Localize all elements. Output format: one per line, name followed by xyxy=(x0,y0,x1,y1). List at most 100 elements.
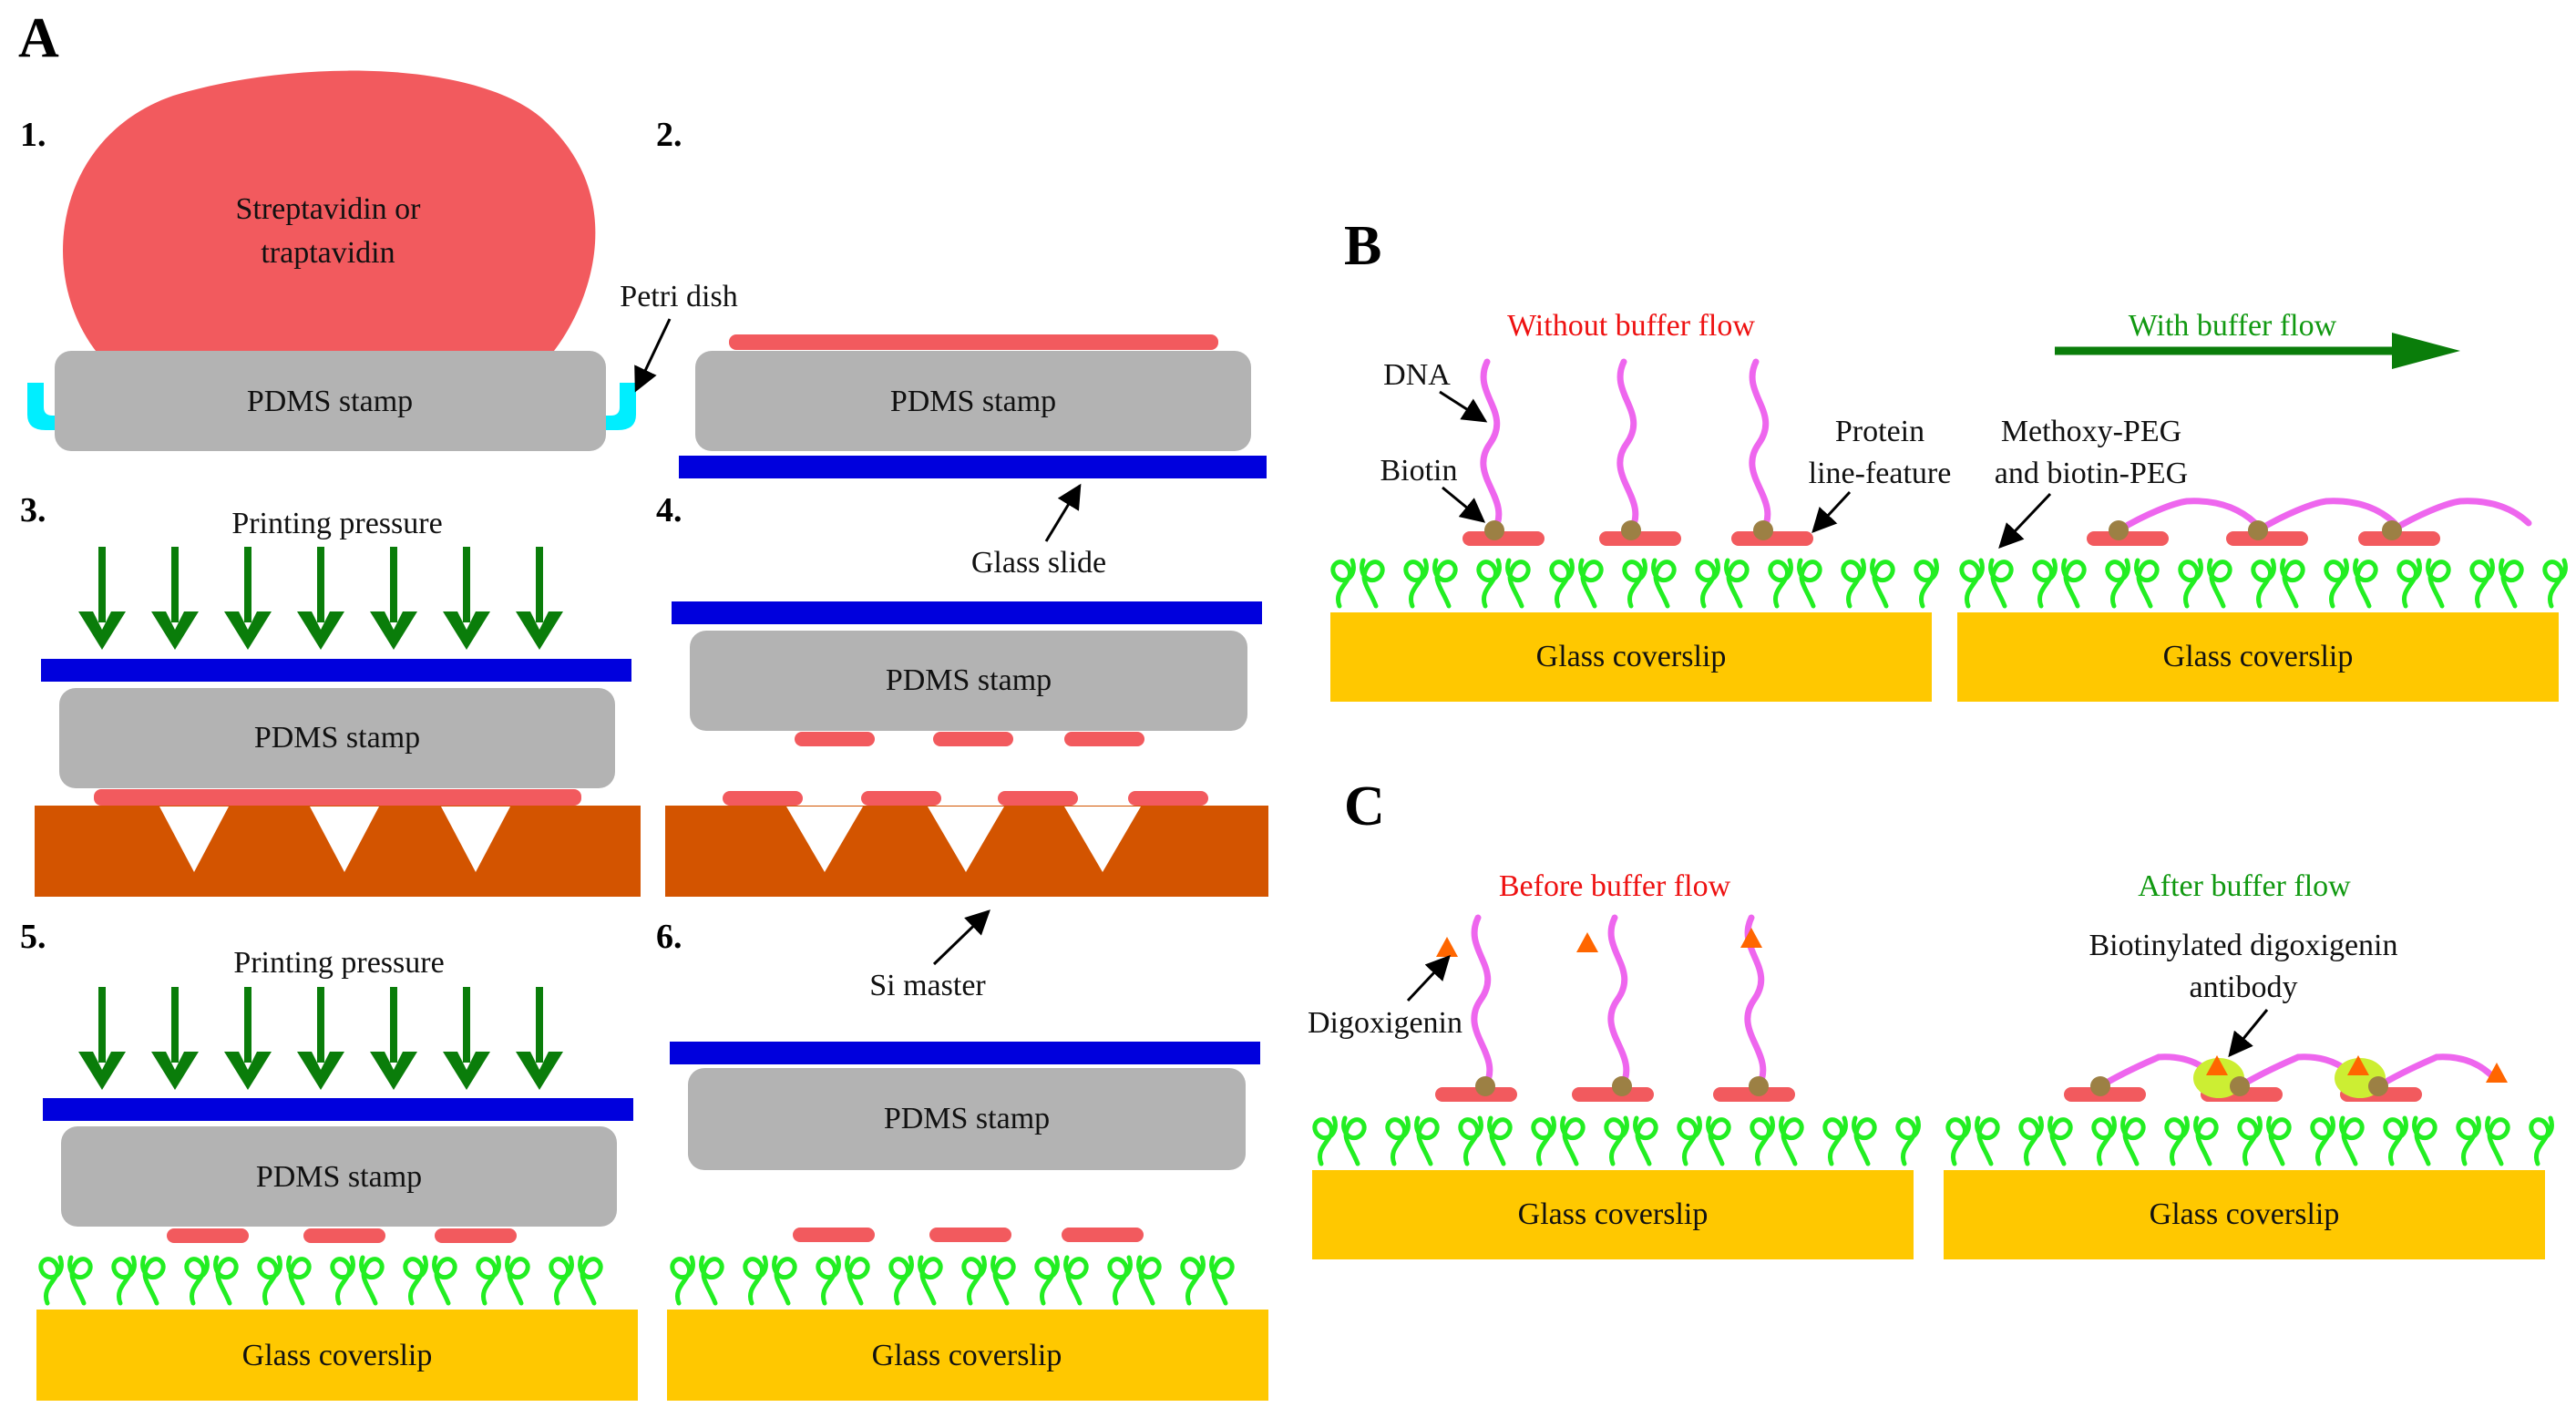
peg-strand xyxy=(1385,1115,1411,1166)
peg-strand xyxy=(888,1255,914,1306)
pdms-stamp-2 xyxy=(695,351,1251,451)
peg-strand xyxy=(2193,1115,2219,1166)
protein-stripes-master-4 xyxy=(723,791,1208,806)
peg-label-line2: and biotin-PEG xyxy=(1995,457,2188,490)
pressure-arrow-head xyxy=(78,611,126,650)
dna-strand xyxy=(1616,358,1639,534)
peg-strand xyxy=(743,1255,768,1306)
dna-pointer xyxy=(1439,390,1488,423)
protein-pointer xyxy=(1811,490,1852,533)
peg-strand xyxy=(2105,558,2130,609)
protein-stripes-b-right xyxy=(2087,531,2440,546)
peg-strand xyxy=(1549,558,1575,609)
protein-stripe xyxy=(1128,791,1208,806)
peg-strand xyxy=(2529,1115,2554,1166)
biotin-dot xyxy=(2230,1076,2250,1096)
peg-strand xyxy=(1560,1115,1586,1166)
protein-stripe xyxy=(1599,531,1681,546)
peg-strand xyxy=(1476,558,1502,609)
glass-slide-pointer xyxy=(1044,483,1082,542)
flow-arrow-icon xyxy=(2055,333,2460,369)
biotin-dot xyxy=(1612,1076,1632,1096)
peg-strand xyxy=(1341,1115,1367,1166)
pressure-arrow-head xyxy=(78,1052,126,1090)
coverslip-b-right xyxy=(1957,612,2559,702)
peg-strand xyxy=(1487,1115,1513,1166)
coverslip-6-label: Glass coverslip xyxy=(872,1339,1062,1372)
protein-stripe xyxy=(998,791,1078,806)
protein-stripe xyxy=(793,1228,875,1242)
peg-strand xyxy=(476,1255,501,1306)
heading-without-flow: Without buffer flow xyxy=(1507,309,1755,343)
coverslip-5-label: Glass coverslip xyxy=(242,1339,433,1372)
peg-strand xyxy=(2353,558,2378,609)
protein-stripe xyxy=(795,732,875,746)
digoxigenin-label: Digoxigenin xyxy=(1308,1006,1462,1040)
coverslip-b-left xyxy=(1330,612,1932,702)
peg-strand xyxy=(1531,1115,1556,1166)
si-master-4-grooves xyxy=(786,806,1141,872)
peg-strand xyxy=(1633,1115,1658,1166)
pressure-arrow-head xyxy=(224,1052,272,1090)
peg-strand xyxy=(772,1255,797,1306)
biotin-dot xyxy=(1749,1076,1769,1096)
printing-pressure-label-3: Printing pressure xyxy=(231,507,442,540)
pressure-arrow-head xyxy=(297,611,344,650)
peg-strand xyxy=(2456,1115,2481,1166)
peg-strand xyxy=(2499,558,2524,609)
petri-dish-label: Petri dish xyxy=(620,280,737,313)
panel-label-c: C xyxy=(1344,776,1385,837)
pressure-arrows-3 xyxy=(78,547,563,650)
dna-strands-c-left xyxy=(1471,914,1767,1090)
dna-strands-c-right xyxy=(2097,1053,2499,1090)
heading-before-flow: Before buffer flow xyxy=(1499,869,1731,903)
digoxigenin-tag xyxy=(2347,1055,2369,1075)
groove-triangle xyxy=(786,806,863,872)
peg-strand xyxy=(2280,558,2305,609)
groove-triangle xyxy=(310,806,379,872)
peg-strand xyxy=(2485,1115,2510,1166)
peg-strand xyxy=(1063,1255,1089,1306)
step-1-label: 1. xyxy=(20,116,46,154)
biotin-dot xyxy=(2248,520,2268,540)
step-4-label: 4. xyxy=(656,491,682,529)
protein-stripes-5 xyxy=(167,1228,517,1243)
peg-strand xyxy=(1677,1115,1702,1166)
pdms-stamp-1-label: PDMS stamp xyxy=(247,385,413,418)
pdms-stamp-5-label: PDMS stamp xyxy=(256,1160,422,1194)
dna-strand xyxy=(1480,358,1503,534)
pdms-stamp-1 xyxy=(55,351,606,451)
streptavidin-label-line1: Streptavidin or xyxy=(235,192,421,226)
peg-strand xyxy=(2310,1115,2335,1166)
protein-stripe xyxy=(1572,1087,1654,1102)
peg-layer-b-right xyxy=(1959,558,2568,609)
peg-strand xyxy=(2396,558,2422,609)
peg-strand xyxy=(2091,1115,2117,1166)
peg-strand xyxy=(961,1255,987,1306)
antibody-label-line1: Biotinylated digoxigenin xyxy=(2089,929,2397,962)
peg-strand xyxy=(549,1255,574,1306)
peg-strand xyxy=(2542,558,2568,609)
pressure-arrow-head xyxy=(151,1052,199,1090)
peg-layer-b-left xyxy=(1330,558,1939,609)
protein-stripe xyxy=(929,1228,1011,1242)
peg-strand xyxy=(816,1255,841,1306)
peg-strand xyxy=(1107,1255,1133,1306)
digoxigenin-tag xyxy=(1740,928,1762,948)
peg-strand xyxy=(2047,1115,2073,1166)
peg-pointer xyxy=(1998,492,2052,549)
peg-strand xyxy=(2120,1115,2146,1166)
peg-strand xyxy=(2032,558,2058,609)
coverslip-c-left xyxy=(1312,1170,1914,1259)
biotin-dot xyxy=(1484,520,1504,540)
protein-stripe xyxy=(303,1228,385,1243)
peg-strand xyxy=(2412,1115,2437,1166)
peg-strand xyxy=(699,1255,724,1306)
protein-stripe xyxy=(1731,531,1813,546)
pdms-stamp-4-label: PDMS stamp xyxy=(886,663,1052,697)
coverslip-c-left-label: Glass coverslip xyxy=(1518,1197,1709,1231)
protein-stripe xyxy=(1064,732,1144,746)
peg-strand xyxy=(1312,1115,1338,1166)
biotin-pointer xyxy=(1442,486,1486,523)
protein-stripe xyxy=(2087,531,2169,546)
